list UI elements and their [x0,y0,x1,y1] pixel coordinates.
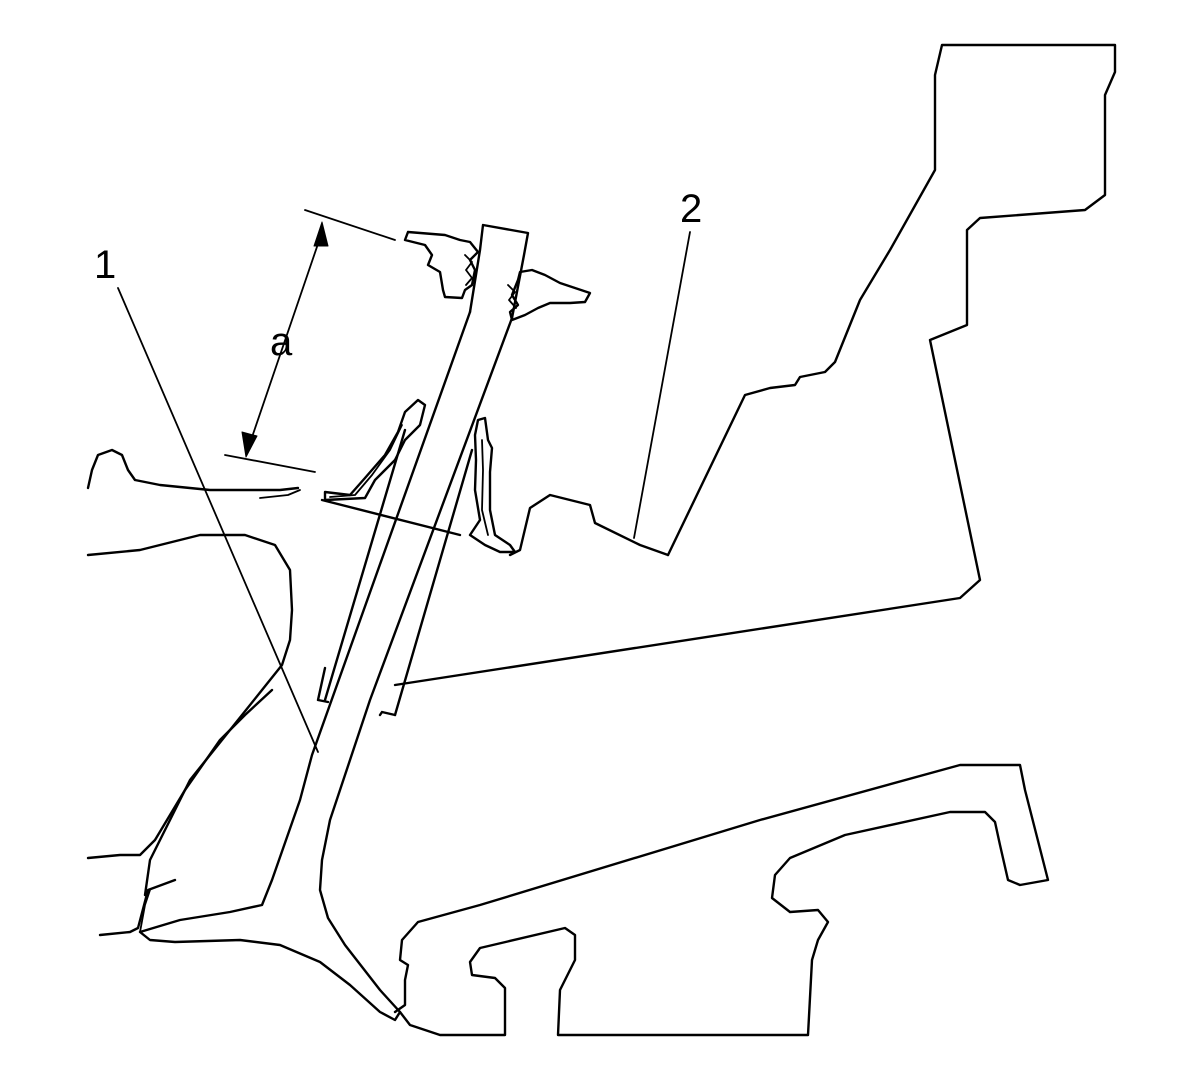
seal-left-inner [329,424,403,498]
guide-left-wall [323,428,407,702]
head-left-edge [86,448,300,492]
seal-right-inner [481,439,489,536]
callout-2: 2 [633,187,702,539]
callout-1: 1 [94,243,319,753]
guide-bottom-left [316,666,330,704]
seal-right [468,416,517,554]
callout-1-leader [117,287,319,753]
guide-right-wall [393,448,474,717]
dimension-arrow-shaft [249,237,321,444]
valve-guide [316,428,474,717]
port-wall-upper [86,533,294,897]
valve-face [139,889,151,933]
dimension-label-a: a [270,320,293,364]
dimension-extension-top [304,209,396,241]
callout-2-leader [633,231,691,539]
keeper-right [507,284,517,309]
spring-seat-line [320,498,462,537]
valve [138,223,530,1022]
callout-label-1: 1 [94,243,116,287]
spring-retainer [403,230,592,322]
port-wall-lower [86,688,274,860]
valve-stem-left [138,310,514,1022]
guide-bottom-right [378,710,397,717]
dimension-arrowhead-top-icon [313,221,329,247]
dimension-a: a [224,209,396,473]
valve-stem-tip [468,223,530,320]
dimension-extension-bottom [224,454,316,473]
head-upper-outline [393,43,1117,687]
retainer-left [403,230,480,300]
spring-seat-deck [508,493,670,557]
callout-label-2: 2 [680,187,702,231]
head-lower-outline [393,763,1050,1037]
cylinder-head-casting [86,43,1117,1037]
valve-stem-seal [320,398,517,554]
dimension-arrowhead-bottom-icon [241,431,258,458]
keeper-left [464,254,473,286]
retainer-right [508,268,592,322]
head-left-edge-detail [259,489,301,499]
port-floor [98,878,177,937]
seal-left [323,398,427,502]
